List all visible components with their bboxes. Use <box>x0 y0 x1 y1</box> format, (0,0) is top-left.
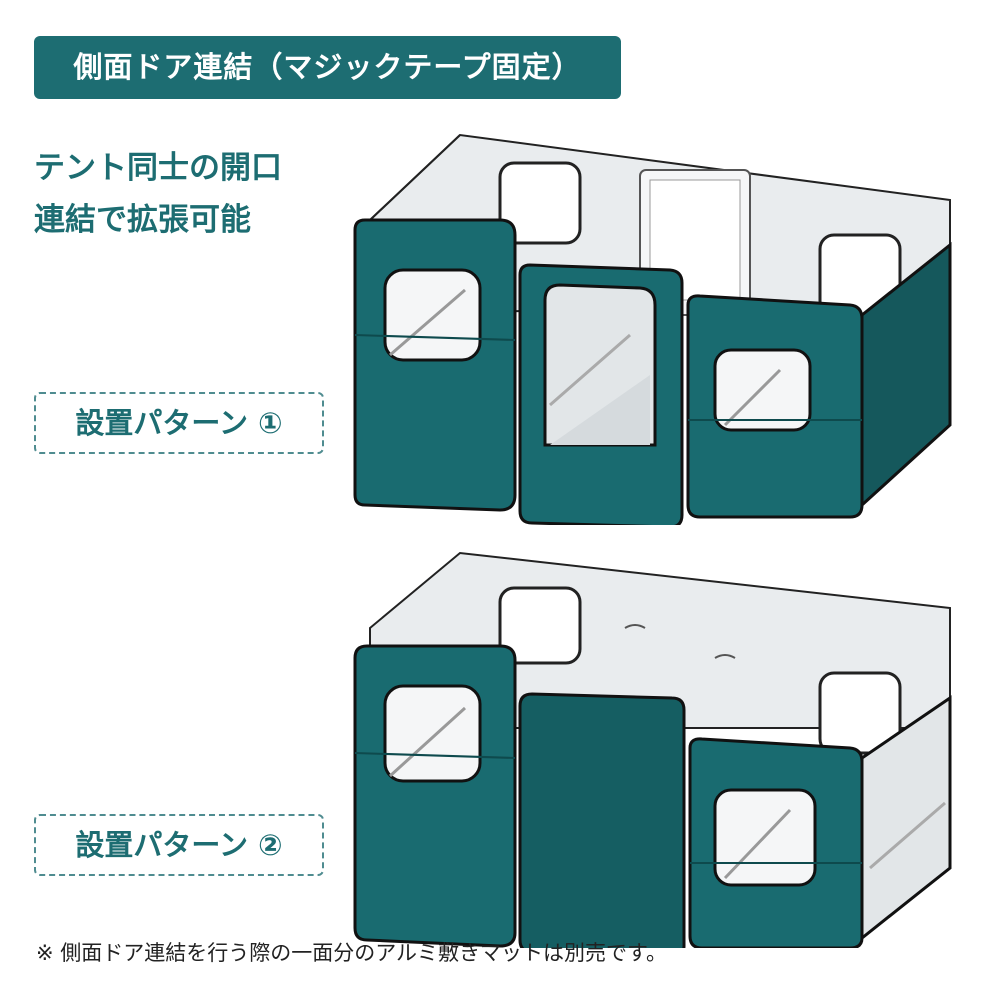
headline-line-2: 連結で拡張可能 <box>34 202 251 238</box>
pattern-label-2: 設置パターン ② <box>34 814 324 876</box>
headline: テント同士の開口 連結で拡張可能 <box>34 142 282 246</box>
pattern-label-1: 設置パターン ① <box>34 392 324 454</box>
back-window <box>498 161 582 245</box>
headline-line-1: テント同士の開口 <box>34 150 282 186</box>
tent-image-pattern-2 <box>353 551 952 948</box>
closed-middle-panel <box>518 692 686 948</box>
footnote: ※ 側面ドア連結を行う際の一面分のアルミ敷きマットは別売です。 <box>36 941 667 965</box>
front-panel-left <box>353 218 517 512</box>
title-banner: 側面ドア連結（マジックテープ固定） <box>34 36 621 99</box>
tent-image-pattern-1 <box>353 133 952 525</box>
